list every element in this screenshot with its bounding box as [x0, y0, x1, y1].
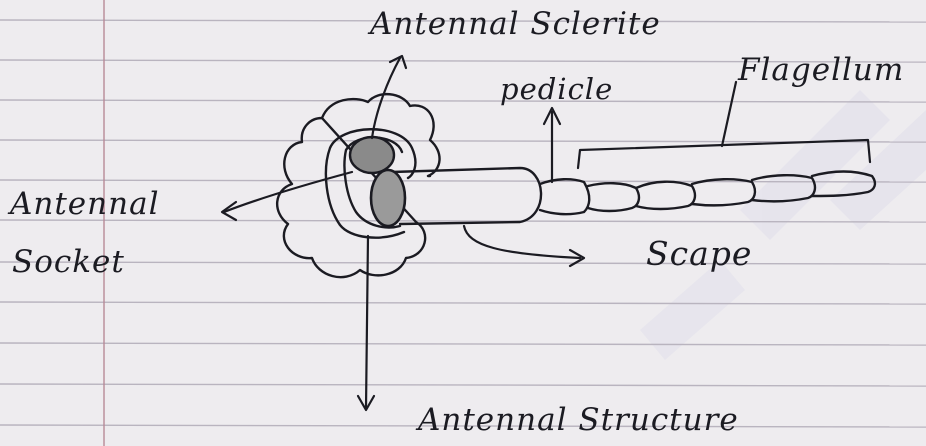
- antennal-sclerite: [350, 137, 394, 173]
- condyle: [371, 170, 405, 226]
- label-antennal-sclerite: Antennal Sclerite: [370, 6, 661, 42]
- scape-pointer: [464, 226, 580, 258]
- label-flagellum: Flagellum: [738, 52, 904, 88]
- label-antennal-socket-line1: Antennal: [10, 186, 159, 222]
- structure-pointer: [366, 236, 368, 408]
- label-antennal-structure: Antennal Structure: [418, 402, 739, 438]
- scape: [392, 168, 541, 224]
- label-antennal-socket-line2: Socket: [12, 244, 125, 280]
- flagellum-pointer: [722, 82, 736, 146]
- pedicle: [540, 179, 589, 214]
- sclerite-pointer: [372, 58, 400, 138]
- watermark: [640, 90, 926, 360]
- label-pedicle: pedicle: [500, 72, 613, 106]
- label-scape: Scape: [646, 234, 752, 273]
